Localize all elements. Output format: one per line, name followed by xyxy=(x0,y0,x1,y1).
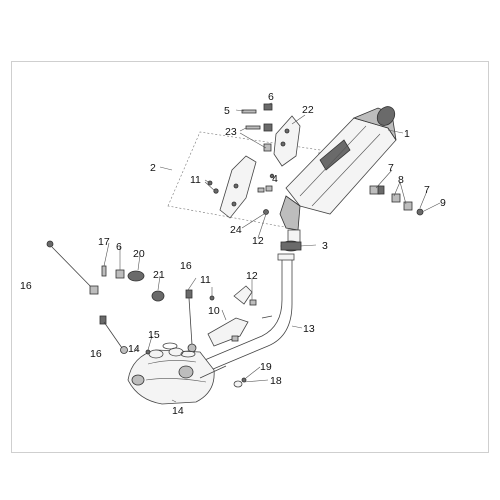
leader-lines xyxy=(103,102,441,403)
bolts-upper xyxy=(241,103,273,152)
callout-10: 10 xyxy=(208,305,220,317)
lambda-sensor-middle xyxy=(185,289,197,353)
callout-12-top: 12 xyxy=(252,235,264,247)
callout-18: 18 xyxy=(270,375,282,387)
callout-11-bottom: 11 xyxy=(200,274,211,286)
callout-2: 2 xyxy=(150,162,156,174)
callout-21: 21 xyxy=(153,269,165,281)
callout-labels: 1 2 3 4 5 6 6 7 7 8 9 10 11 11 12 12 13 … xyxy=(20,91,446,417)
diagram-frame xyxy=(11,61,489,453)
callout-17: 17 xyxy=(98,236,110,248)
callout-16-middle: 16 xyxy=(180,260,192,272)
fasteners-right xyxy=(369,185,424,216)
fasteners-middle xyxy=(207,173,275,215)
fasteners-bottom xyxy=(233,377,247,388)
callout-3: 3 xyxy=(322,240,328,252)
clamp xyxy=(280,240,302,252)
heat-shield-middle xyxy=(219,155,257,219)
callout-16-left: 16 xyxy=(20,280,32,292)
callout-1: 1 xyxy=(404,128,410,140)
callout-15: 15 xyxy=(148,329,160,341)
heat-shield-group-box xyxy=(167,131,321,229)
callout-24: 24 xyxy=(230,224,242,236)
callout-22: 22 xyxy=(302,104,314,116)
callout-14-lower: 14 xyxy=(172,405,184,417)
callout-7-top: 7 xyxy=(388,162,394,174)
callout-6-top: 6 xyxy=(268,91,274,103)
callout-11-top: 11 xyxy=(190,174,201,186)
callout-4: 4 xyxy=(272,173,278,185)
heat-shield-lower xyxy=(207,285,257,347)
callout-19: 19 xyxy=(260,361,272,373)
lambda-sensor-lower xyxy=(99,315,128,354)
lambda-sensor-left xyxy=(46,240,99,295)
callout-9: 9 xyxy=(440,197,446,209)
callout-14-upper: 14 xyxy=(128,343,140,355)
callout-7-right: 7 xyxy=(424,184,430,196)
callout-16-lower: 16 xyxy=(90,348,102,360)
callout-8: 8 xyxy=(398,174,404,186)
silencer xyxy=(279,106,397,245)
heat-shield-upper xyxy=(273,115,301,167)
callout-23: 23 xyxy=(225,126,237,138)
callout-5: 5 xyxy=(224,105,230,117)
callout-20: 20 xyxy=(133,248,145,260)
callout-6-left: 6 xyxy=(116,241,122,253)
header-pipe xyxy=(199,253,295,373)
gaskets xyxy=(145,342,196,358)
collector xyxy=(127,347,227,405)
callout-13: 13 xyxy=(303,323,315,335)
callout-12-bottom: 12 xyxy=(246,270,258,282)
fasteners-left xyxy=(101,265,165,302)
